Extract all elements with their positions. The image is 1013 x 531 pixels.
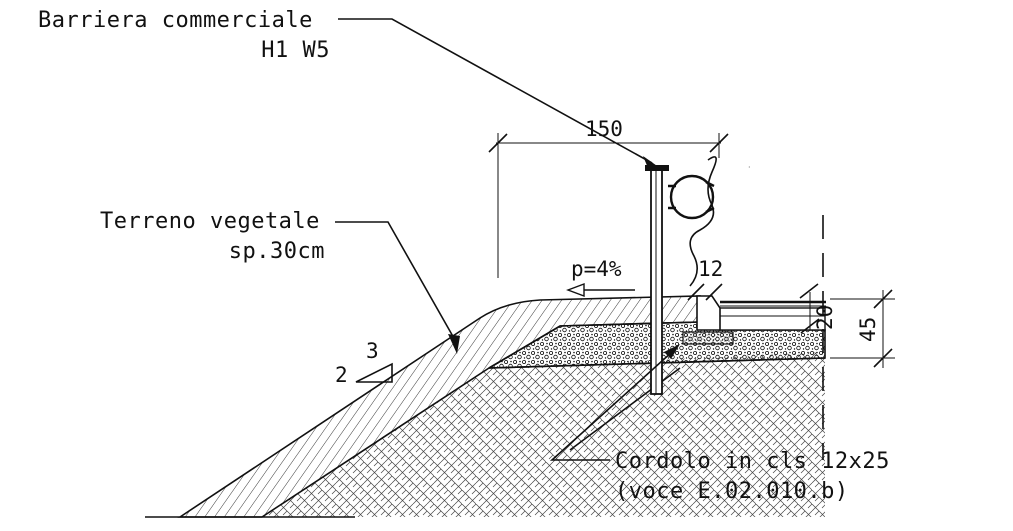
stray-mark: · bbox=[748, 163, 751, 172]
dim-45-tick-bottom bbox=[873, 348, 893, 368]
dim-20-tick-1 bbox=[799, 283, 819, 299]
barrier-label-line2: H1 W5 bbox=[261, 38, 330, 63]
dim-20-tick-2 bbox=[800, 318, 820, 334]
barrier-leader-arrow bbox=[643, 156, 660, 168]
barrier-label-line1: Barriera commerciale bbox=[38, 8, 313, 33]
slope-ratio-run: 3 bbox=[366, 339, 379, 363]
dim-150-tick-right bbox=[709, 133, 729, 153]
curb-label-line2: (voce E.02.010.b) bbox=[615, 479, 849, 504]
curb-width-tick-2 bbox=[705, 283, 723, 301]
slope-text: p=4% bbox=[571, 257, 622, 281]
soil-leader-arrow bbox=[448, 334, 460, 354]
curb-foundation bbox=[682, 331, 734, 345]
soil-label-line1: Terreno vegetale bbox=[100, 209, 320, 234]
barrier-w-beam bbox=[689, 156, 717, 287]
barrier-rail-bolts bbox=[668, 180, 715, 214]
slope-ratio-rise: 2 bbox=[335, 363, 348, 387]
soil-leader-line bbox=[335, 221, 456, 341]
curb-label-line1: Cordolo in cls 12x25 bbox=[615, 449, 890, 474]
curb-leader-line bbox=[549, 351, 673, 461]
dim-150-tick-left bbox=[488, 133, 508, 153]
subgrade-fill bbox=[262, 352, 825, 517]
slope-ratio-triangle bbox=[355, 362, 393, 383]
concrete-curb bbox=[696, 295, 721, 331]
slope-arrow-head bbox=[566, 282, 585, 298]
barrier-leader-line bbox=[338, 18, 653, 164]
curb-width-tick-1 bbox=[687, 283, 705, 301]
dim-45-text: 45 bbox=[856, 317, 880, 342]
soil-label-line2: sp.30cm bbox=[229, 239, 325, 264]
barrier-rail-circle bbox=[669, 174, 715, 220]
curb-width-text: 12 bbox=[698, 257, 723, 281]
curb-leader-arrow bbox=[664, 344, 680, 359]
dim-20-text: 20 bbox=[813, 305, 837, 330]
dim-45-tick-top bbox=[873, 289, 893, 309]
